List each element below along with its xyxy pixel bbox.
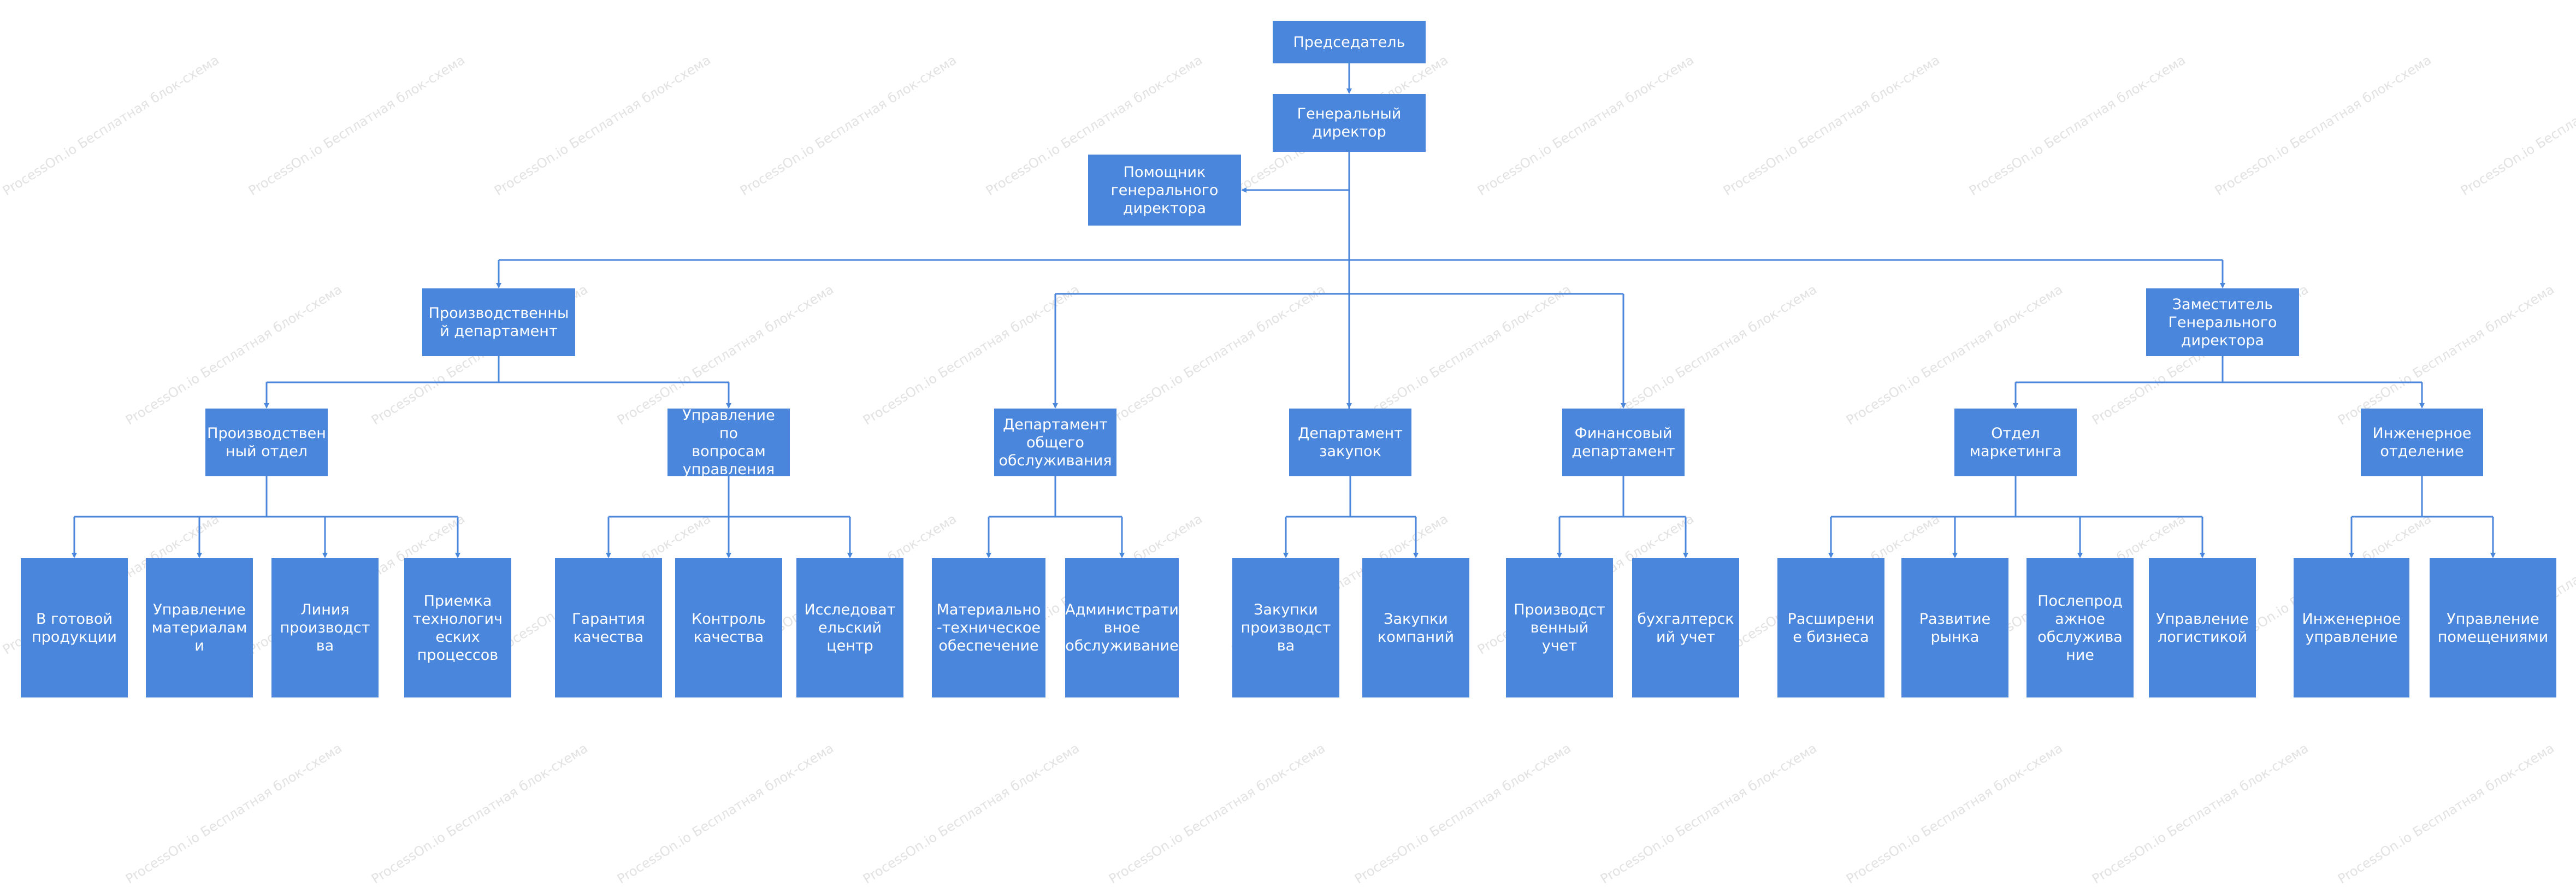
procurement-dept-box[interactable]: Департамент закупок bbox=[1289, 409, 1411, 476]
chairman-box[interactable]: Председатель bbox=[1273, 21, 1426, 63]
quality-assurance-box[interactable]: Гарантия качества bbox=[555, 558, 662, 697]
connector-layer bbox=[72, 63, 2496, 558]
finance-dept-box[interactable]: Финансовый департамент bbox=[1562, 409, 1685, 476]
general-services-box[interactable]: Департамент общего обслуживания bbox=[994, 409, 1116, 476]
management-affairs-box[interactable]: Управление по вопросам управления bbox=[667, 409, 790, 476]
research-center-box[interactable]: Исследоват ельский центр bbox=[796, 558, 903, 697]
engineering-dept-box[interactable]: Инженерное отделение bbox=[2361, 409, 2483, 476]
tech-acceptance-box[interactable]: Приемка технологич еских процессов bbox=[404, 558, 511, 697]
general-director-box[interactable]: Генеральный директор bbox=[1273, 94, 1426, 152]
logistics-management-box[interactable]: Управление логистикой bbox=[2149, 558, 2256, 697]
after-sales-box[interactable]: Послепрод ажное обслужива ние bbox=[2026, 558, 2134, 697]
watermark-text: ProcessOn.io Бесплатная блок-схема bbox=[1598, 740, 1820, 887]
watermark-text: ProcessOn.io Бесплатная блок-схема bbox=[2335, 740, 2557, 887]
market-development-box[interactable]: Развитие рынка bbox=[1901, 558, 2008, 697]
production-department-box[interactable]: Производственны й департамент bbox=[422, 288, 575, 356]
marketing-dept-box[interactable]: Отдел маркетинга bbox=[1954, 409, 2077, 476]
production-unit-box[interactable]: Производствен ный отдел bbox=[205, 409, 328, 476]
facility-management-box[interactable]: Управление помещениями bbox=[2430, 558, 2556, 697]
watermark-text: ProcessOn.io Бесплатная блок-схема bbox=[369, 740, 591, 887]
watermark-text: ProcessOn.io Бесплатная блок-схема bbox=[1844, 740, 2066, 887]
finished-products-box[interactable]: В готовой продукции bbox=[21, 558, 128, 697]
company-purchasing-box[interactable]: Закупки компаний bbox=[1362, 558, 1469, 697]
production-purchasing-box[interactable]: Закупки производст ва bbox=[1232, 558, 1339, 697]
watermark-text: ProcessOn.io Бесплатная блок-схема bbox=[2089, 740, 2312, 887]
bookkeeping-box[interactable]: бухгалтерск ий учет bbox=[1632, 558, 1739, 697]
watermark-text: ProcessOn.io Бесплатная блок-схема bbox=[1352, 740, 1574, 887]
admin-service-box[interactable]: Администрати вное обслуживание bbox=[1065, 558, 1179, 697]
logistics-supply-box[interactable]: Материально -техническое обеспечение bbox=[932, 558, 1045, 697]
production-accounting-box[interactable]: Производст венный учет bbox=[1506, 558, 1613, 697]
business-expansion-box[interactable]: Расширени е бизнеса bbox=[1777, 558, 1884, 697]
watermark-text: ProcessOn.io Бесплатная блок-схема bbox=[123, 740, 345, 887]
production-line-box[interactable]: Линия производст ва bbox=[271, 558, 379, 697]
watermark-text: ProcessOn.io Бесплатная блок-схема bbox=[615, 740, 837, 887]
quality-control-box[interactable]: Контроль качества bbox=[675, 558, 782, 697]
materials-management-box[interactable]: Управление материалам и bbox=[146, 558, 253, 697]
deputy-director-box[interactable]: Заместитель Генерального директора bbox=[2146, 288, 2299, 356]
engineering-management-box[interactable]: Инженерное управление bbox=[2294, 558, 2409, 697]
watermark-text: ProcessOn.io Бесплатная блок-схема bbox=[860, 740, 1083, 887]
assistant-box[interactable]: Помощник генерального директора bbox=[1088, 155, 1241, 226]
watermark-text: ProcessOn.io Бесплатная блок-схема bbox=[1106, 740, 1328, 887]
